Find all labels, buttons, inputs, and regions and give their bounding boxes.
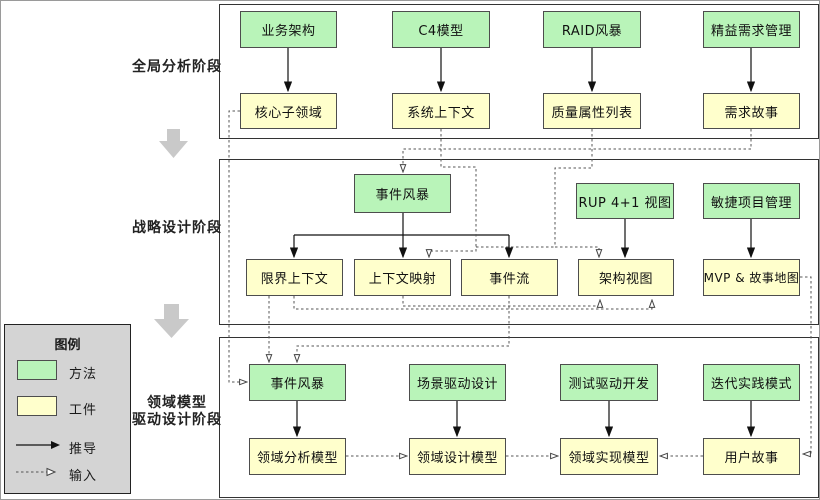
input-arrows bbox=[228, 110, 812, 456]
node-event-storming-strategic: 事件风暴 bbox=[354, 174, 451, 213]
input-quality-attributes-to-architecture-view bbox=[554, 129, 599, 257]
node-iterative-practice-pattern: 迭代实践模式 bbox=[703, 364, 800, 401]
input-system-context-to-context-mapping bbox=[429, 129, 477, 257]
stage-transition-arrow-1 bbox=[159, 129, 188, 158]
node-rup-41-views: RUP 4+1 视图 bbox=[576, 183, 674, 219]
input-event-flow-to-event-storming3 bbox=[297, 296, 510, 362]
node-raid-storming: RAID风暴 bbox=[543, 11, 641, 48]
input-core-subdomain-to-event-storming3 bbox=[228, 110, 247, 382]
node-mvp-story-map: MVP & 故事地图 bbox=[703, 259, 800, 296]
legend-input-label: 输入 bbox=[69, 469, 98, 484]
legend-title: 图例 bbox=[54, 338, 81, 353]
node-requirement-story: 需求故事 bbox=[703, 93, 800, 129]
stage3-label-line1: 领域模型 bbox=[147, 395, 207, 411]
node-system-context: 系统上下文 bbox=[392, 93, 490, 129]
node-event-storming-domain: 事件风暴 bbox=[249, 364, 346, 401]
node-quality-attribute-list: 质量属性列表 bbox=[543, 93, 641, 129]
node-context-mapping: 上下文映射 bbox=[354, 259, 451, 296]
node-lean-requirement-management: 精益需求管理 bbox=[703, 11, 800, 48]
input-context-mapping-to-architecture-view bbox=[402, 296, 600, 306]
input-bounded-context-to-architecture-view bbox=[293, 296, 652, 310]
node-event-flow: 事件流 bbox=[461, 259, 558, 296]
input-mvp-story-map-to-user-story bbox=[800, 276, 812, 454]
legend-method-label: 方法 bbox=[69, 367, 98, 382]
node-scenario-driven-design: 场景驱动设计 bbox=[409, 364, 506, 401]
stage-transition-arrows bbox=[154, 129, 189, 338]
legend-artifact-label: 工件 bbox=[69, 403, 98, 418]
stage1-label: 全局分析阶段 bbox=[132, 59, 222, 75]
stage-containers bbox=[219, 4, 819, 498]
stage2-label: 战略设计阶段 bbox=[132, 220, 222, 236]
node-core-subdomain: 核心子领域 bbox=[240, 93, 337, 129]
node-c4-model: C4模型 bbox=[392, 11, 490, 48]
stage3-label: 领域模型驱动设计阶段 bbox=[125, 395, 229, 429]
stage-transition-arrow-2 bbox=[154, 304, 189, 338]
stage3-label-line2: 驱动设计阶段 bbox=[132, 412, 222, 428]
derive-event-storming2-trunk bbox=[294, 213, 509, 236]
node-domain-analysis-model: 领域分析模型 bbox=[249, 438, 346, 475]
node-domain-design-model: 领域设计模型 bbox=[409, 438, 506, 475]
legend-method-swatch bbox=[17, 360, 57, 380]
legend-input-arrow-icon bbox=[16, 467, 57, 477]
derive-arrows bbox=[283, 48, 756, 438]
node-user-story: 用户故事 bbox=[703, 438, 800, 475]
node-architecture-view: 架构视图 bbox=[578, 259, 674, 296]
legend-derive-label: 推导 bbox=[69, 442, 98, 457]
node-domain-implementation-model: 领域实现模型 bbox=[560, 438, 658, 475]
input-requirement-story-to-event-storming2 bbox=[403, 129, 752, 172]
node-test-driven-development: 测试驱动开发 bbox=[560, 364, 658, 401]
legend-derive-arrow-icon bbox=[16, 441, 60, 449]
node-business-architecture: 业务架构 bbox=[240, 11, 337, 48]
legend: 图例 方法 工件 推导 输入 bbox=[4, 324, 131, 494]
legend-artifact-swatch bbox=[17, 396, 57, 416]
node-bounded-context: 限界上下文 bbox=[246, 259, 343, 296]
node-agile-project-management: 敏捷项目管理 bbox=[703, 183, 800, 219]
